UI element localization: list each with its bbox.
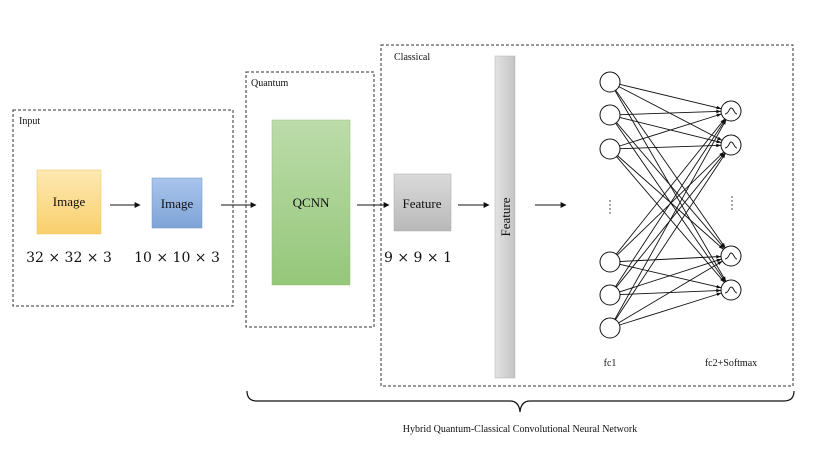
fc2-node	[720, 245, 742, 267]
flatten-feature-label: Feature	[498, 197, 513, 236]
fc1-node	[599, 104, 621, 126]
qcnn-block: QCNN	[271, 119, 351, 286]
fc-connection-arrowhead	[716, 285, 722, 289]
fc-connections	[614, 83, 727, 326]
fc-connection	[619, 110, 722, 116]
fc-connection	[615, 119, 726, 287]
fc-connection-arrowhead	[716, 143, 722, 148]
classical-panel: Classical	[380, 44, 794, 387]
fc2-label: fc2+Softmax	[705, 358, 757, 369]
fc-connection	[618, 86, 723, 141]
input-dim-label: 32 × 32 × 3	[26, 250, 112, 266]
fully-connected-network	[599, 71, 742, 339]
fc-connection	[614, 119, 727, 320]
feature-dim-label: 9 × 9 × 1	[384, 250, 452, 266]
resized-dim-label: 10 × 10 × 3	[134, 250, 220, 266]
fc-connection	[619, 263, 722, 289]
input-panel: Input	[12, 109, 234, 307]
fc2-node	[720, 134, 742, 156]
fc-connection	[619, 144, 722, 150]
fc2-node	[720, 279, 742, 301]
fc-connection-arrowhead	[716, 258, 722, 263]
fc-connection-arrowhead	[717, 136, 723, 141]
fc-connection-arrowhead	[716, 139, 722, 144]
image-box-resized: Image	[151, 177, 203, 229]
fc-connection	[619, 256, 722, 262]
fc-connection-arrowhead	[721, 153, 726, 159]
activation-curve-icon	[724, 252, 738, 260]
fc-connection-arrowhead	[716, 255, 722, 259]
feature-map-box: Feature	[393, 173, 452, 232]
activation-curve-icon	[724, 141, 738, 149]
fc1-node	[599, 317, 621, 339]
fc1-node	[599, 284, 621, 306]
fc-connection-arrowhead	[720, 277, 725, 283]
fc-connection	[619, 113, 722, 147]
fc-connection	[616, 122, 725, 249]
quantum-panel: Quantum	[245, 71, 375, 328]
fc2-node	[720, 100, 742, 122]
fc-connection-arrowhead	[717, 261, 723, 265]
fc-connection	[615, 118, 726, 255]
fc-connection	[618, 260, 723, 324]
fc-connection-arrowhead	[722, 119, 727, 125]
fc1-label: fc1	[604, 358, 617, 369]
diagram-caption: Hybrid Quantum-Classical Convolutional N…	[403, 424, 637, 435]
flatten-feature-bar: Feature	[494, 55, 516, 379]
fc-connection	[619, 83, 722, 110]
fc-connection-arrowhead	[719, 151, 724, 157]
fc-connection-arrowhead	[716, 292, 722, 297]
model-brace	[246, 390, 795, 413]
fc2-ellipsis	[731, 196, 733, 210]
fc1-node	[599, 138, 621, 160]
image-box-resized-label: Image	[161, 196, 194, 211]
fc-connection	[619, 292, 722, 326]
fc-connection-arrowhead	[716, 288, 722, 293]
image-box-input: Image	[36, 169, 102, 235]
qcnn-label: QCNN	[293, 195, 330, 210]
feature-map-label: Feature	[403, 196, 442, 211]
fc-connection-arrowhead	[720, 243, 725, 249]
fc-connection	[615, 89, 726, 249]
fc-connection-arrowhead	[718, 244, 724, 250]
fc-connection-arrowhead	[720, 152, 725, 158]
activation-curve-icon	[724, 107, 738, 115]
classical-panel-label: Classical	[394, 52, 430, 63]
quantum-panel-label: Quantum	[251, 78, 288, 89]
fc-connection	[615, 153, 726, 320]
fc1-node	[599, 71, 621, 93]
image-box-input-label: Image	[53, 194, 86, 209]
fc-connection	[619, 258, 722, 293]
fc1-node	[599, 251, 621, 273]
fc-connection-arrowhead	[716, 109, 722, 114]
input-panel-label: Input	[19, 116, 40, 127]
fc-connection-arrowhead	[720, 118, 725, 124]
fc-connection-arrowhead	[716, 113, 722, 118]
activation-curve-icon	[724, 286, 738, 294]
fc1-ellipsis	[609, 200, 611, 214]
fc-connection-arrowhead	[716, 105, 722, 110]
